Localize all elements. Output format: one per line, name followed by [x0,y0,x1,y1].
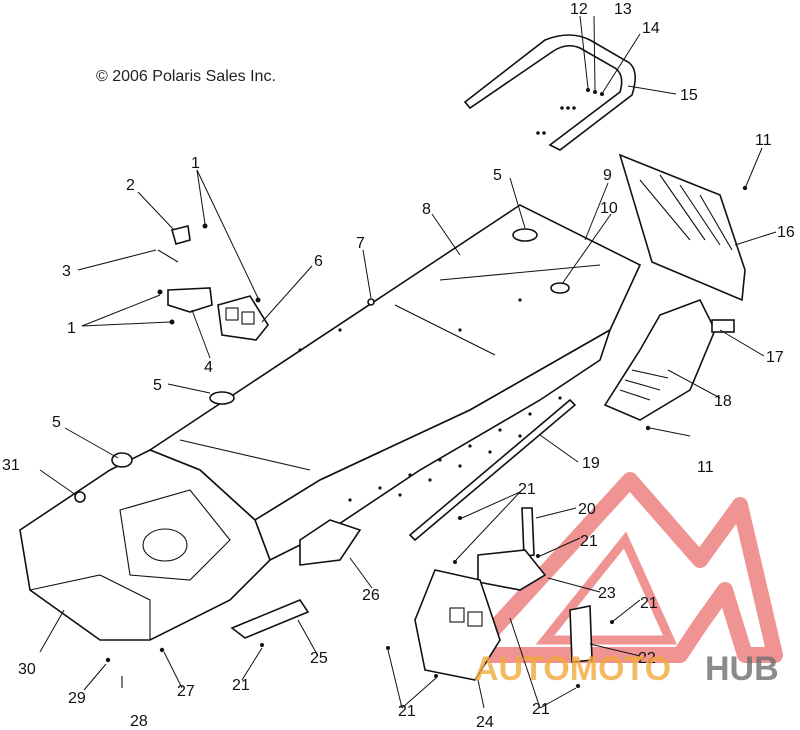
rear-bumper-15 [463,34,636,151]
running-board-rail [299,519,362,566]
left-small-parts [74,223,269,503]
rivet-27 [159,647,165,653]
snow-flap-ribs [639,174,733,251]
callout-21f: 21 [532,701,550,718]
deck-plug-5c [111,452,133,468]
deck-seam-3 [179,439,311,471]
callout-2: 2 [126,177,135,194]
screw-11a [742,185,748,191]
cover-25 [230,599,310,639]
callout-23: 23 [598,585,616,602]
callout-27: 27 [177,683,195,700]
callout-15: 15 [680,87,698,104]
callout-19: 19 [582,455,600,472]
bolt-1a [157,289,163,295]
snow-flap-16 [618,153,746,302]
rear-bumper-assembly [463,34,748,431]
bulkhead-hole [142,528,188,562]
plate-22 [569,605,593,663]
plate-6-slot-a [225,307,239,321]
callout-24: 24 [476,714,494,730]
deck-plug-5a [209,391,235,405]
watermark-text-right: HUB [705,650,779,688]
callout-31: 31 [2,457,20,474]
callout-29: 29 [68,690,86,707]
callout-3: 3 [62,263,71,280]
bracket-24 [414,569,501,681]
callout-17: 17 [766,349,784,366]
bracket-24-slot-b [467,611,483,627]
bulkhead-opening [119,489,231,581]
callout-4: 4 [204,359,213,376]
callout-14: 14 [642,20,660,37]
callout-11b: 11 [697,459,714,476]
rivet-29 [105,657,111,663]
callout-6: 6 [314,253,323,270]
plate-6 [217,295,269,341]
callout-1b: 1 [67,320,76,337]
pin-3 [157,249,179,263]
front-bumper [29,574,151,640]
callout-21e: 21 [398,703,416,720]
rear-cover-18 [603,298,716,421]
callout-12: 12 [570,1,588,18]
watermark-logo [462,472,783,663]
callout-5a: 5 [493,167,502,184]
callout-21c: 21 [640,595,658,612]
bracket-24-slot-a [449,607,465,623]
callout-21a: 21 [518,481,536,498]
grommet-31 [74,491,86,503]
callout-10: 10 [600,200,618,217]
bumper-bolt-14 [600,92,604,96]
deck-seam-1 [394,304,496,356]
bolt-1d [255,297,261,303]
clip-2 [171,225,191,245]
callout-30: 30 [18,661,36,678]
triangle-m-logo-icon [462,472,783,663]
slide-rail-19 [408,398,577,542]
callout-7: 7 [356,235,365,252]
watermark-text-left: AUTOMOTO [474,650,671,688]
callout-5c: 5 [52,414,61,431]
hardware-21-bolts [260,516,614,688]
deck-rivet-7 [367,298,375,306]
callout-21d: 21 [232,677,250,694]
screw-11b [645,425,651,431]
callout-25: 25 [310,650,328,667]
leader-lines [39,15,777,709]
bolt-1c [202,223,208,229]
bumper-bolt-12 [586,88,590,92]
deck-plug-10 [550,282,570,294]
plate-6-slot-b [241,311,255,325]
callout-21b: 21 [580,533,598,550]
callout-20: 20 [578,501,596,518]
callout-16: 16 [777,224,795,241]
plate-23 [477,549,547,591]
callout-18: 18 [714,393,732,410]
watermark-text: AUTOMOTO HUB [474,650,779,688]
decal-17 [711,319,735,333]
callout-11a: 11 [755,132,772,149]
callout-13: 13 [614,1,632,18]
lower-right-parts [105,398,614,688]
bolt-1b [169,319,175,325]
strap-20 [521,507,535,557]
callout-26: 26 [362,587,380,604]
bumper-fasteners [536,106,576,135]
callout-5b: 5 [153,377,162,394]
bracket-4 [167,287,213,313]
callout-1a: 1 [191,155,200,172]
deck-plug-5b [512,228,538,242]
callout-8: 8 [422,201,431,218]
rear-cover-ribs [619,369,669,401]
bumper-bolt-13 [593,90,597,94]
callout-9: 9 [603,167,612,184]
callout-22: 22 [638,650,656,667]
copyright-notice: © 2006 Polaris Sales Inc. [96,68,276,85]
logo-inner-triangle [535,531,677,645]
callout-28: 28 [130,713,148,730]
